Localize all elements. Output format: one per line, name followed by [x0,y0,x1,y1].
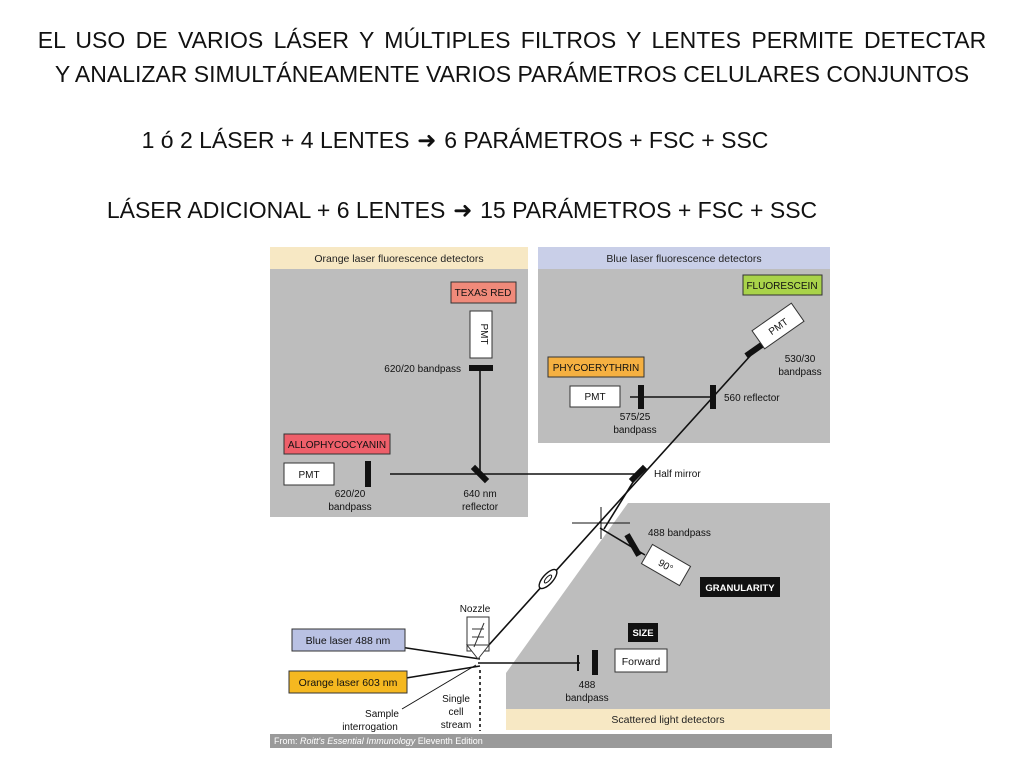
blue-laser-panel: Blue laser fluorescence detectors [538,247,830,443]
scatter-panel-title: Scattered light detectors [611,714,724,726]
reflector-mirror [710,385,716,409]
orange-panel-title: Orange laser fluorescence detectors [314,253,483,265]
fluorescein-label: FLUORESCEIN [746,281,817,292]
bandpass-filter [469,365,493,371]
pmt-label: PMT [298,470,319,481]
heading-line-3-right: 6 PARÁMETROS + FSC + SSC [444,127,769,153]
label-bandpass: bandpass [613,425,656,436]
orange-laser-label: Orange laser 603 nm [299,677,398,689]
scatter-panel: Scattered light detectors [506,503,830,730]
single-label: Single [442,694,470,705]
bandpass-filter [638,385,644,409]
bandpass-filter [624,533,642,557]
source-credit: From: Roitt's Essential Immunology Eleve… [274,736,483,746]
reflector-560-label: 560 reflector [724,393,780,404]
label-575-25: 575/25 [620,412,651,423]
nozzle-label: Nozzle [460,604,491,615]
bandpass-488-label: 488 bandpass [648,528,711,539]
half-mirror-label: Half mirror [654,469,701,480]
heading-line-4-left: LÁSER ADICIONAL + 6 LENTES [106,197,446,223]
right-arrow-icon: ➜ [453,197,473,223]
half-mirror [628,464,648,484]
size-label: SIZE [632,628,653,639]
pmt-label: PMT [478,323,489,344]
bandpass-filter [365,461,371,487]
forward-label: Forward [622,656,661,668]
interrogation-label: interrogation [342,722,398,733]
pmt-detector [469,310,493,359]
blue-panel-title: Blue laser fluorescence detectors [606,253,761,265]
heading-line-3: 1 ó 2 LÁSER + 4 LENTES ➜ 6 PARÁMETROS + … [0,124,910,156]
phycoerythrin-label: PHYCOERYTHRIN [553,363,640,374]
pmt-detector: PMT [751,302,805,350]
heading-line-3-left: 1 ó 2 LÁSER + 4 LENTES [141,127,410,153]
label-488: 488 [579,680,596,691]
label-620-20: 620/20 [335,489,366,500]
lens-icon [538,568,558,590]
pmt-detector [283,462,335,486]
label-640nm: 640 nm [463,489,496,500]
reflector-mirror [470,464,490,484]
heading-line-4: LÁSER ADICIONAL + 6 LENTES ➜ 15 PARÁMETR… [0,194,924,226]
heading-line-4-right: 15 PARÁMETROS + FSC + SSC [480,197,818,223]
label-530-30: 530/30 [785,354,816,365]
texas-red-label: TEXAS RED [455,288,512,299]
heading-line-2: Y ANALIZAR SIMULTÁNEAMENTE VARIOS PARÁME… [54,61,970,87]
heading-line-1: EL USO DE VARIOS LÁSER Y MÚLTIPLES FILTR… [37,27,987,53]
cell-label: cell [448,707,463,718]
label-bandpass: bandpass [778,367,821,378]
nozzle-icon [465,616,491,660]
side-scatter-detector: 90° [640,543,692,587]
flow-cytometer-diagram: Orange laser fluorescence detectors Blue… [270,245,832,748]
bandpass-620-label: 620/20 bandpass [384,364,461,375]
right-arrow-icon: ➜ [417,127,437,153]
bandpass-filter [592,650,598,675]
pmt-detector [569,385,621,408]
forward-detector [614,648,668,673]
label-bandpass: bandpass [565,693,608,704]
blue-laser-label: Blue laser 488 nm [306,635,391,647]
sample-label: Sample [365,709,399,720]
label-bandpass: bandpass [328,502,371,513]
pmt-label: PMT [584,392,605,403]
allophycocyanin-label: ALLOPHYCOCYANIN [288,440,386,451]
stream-label: stream [441,720,472,731]
label-reflector: reflector [462,502,499,513]
granularity-label: GRANULARITY [705,583,775,594]
